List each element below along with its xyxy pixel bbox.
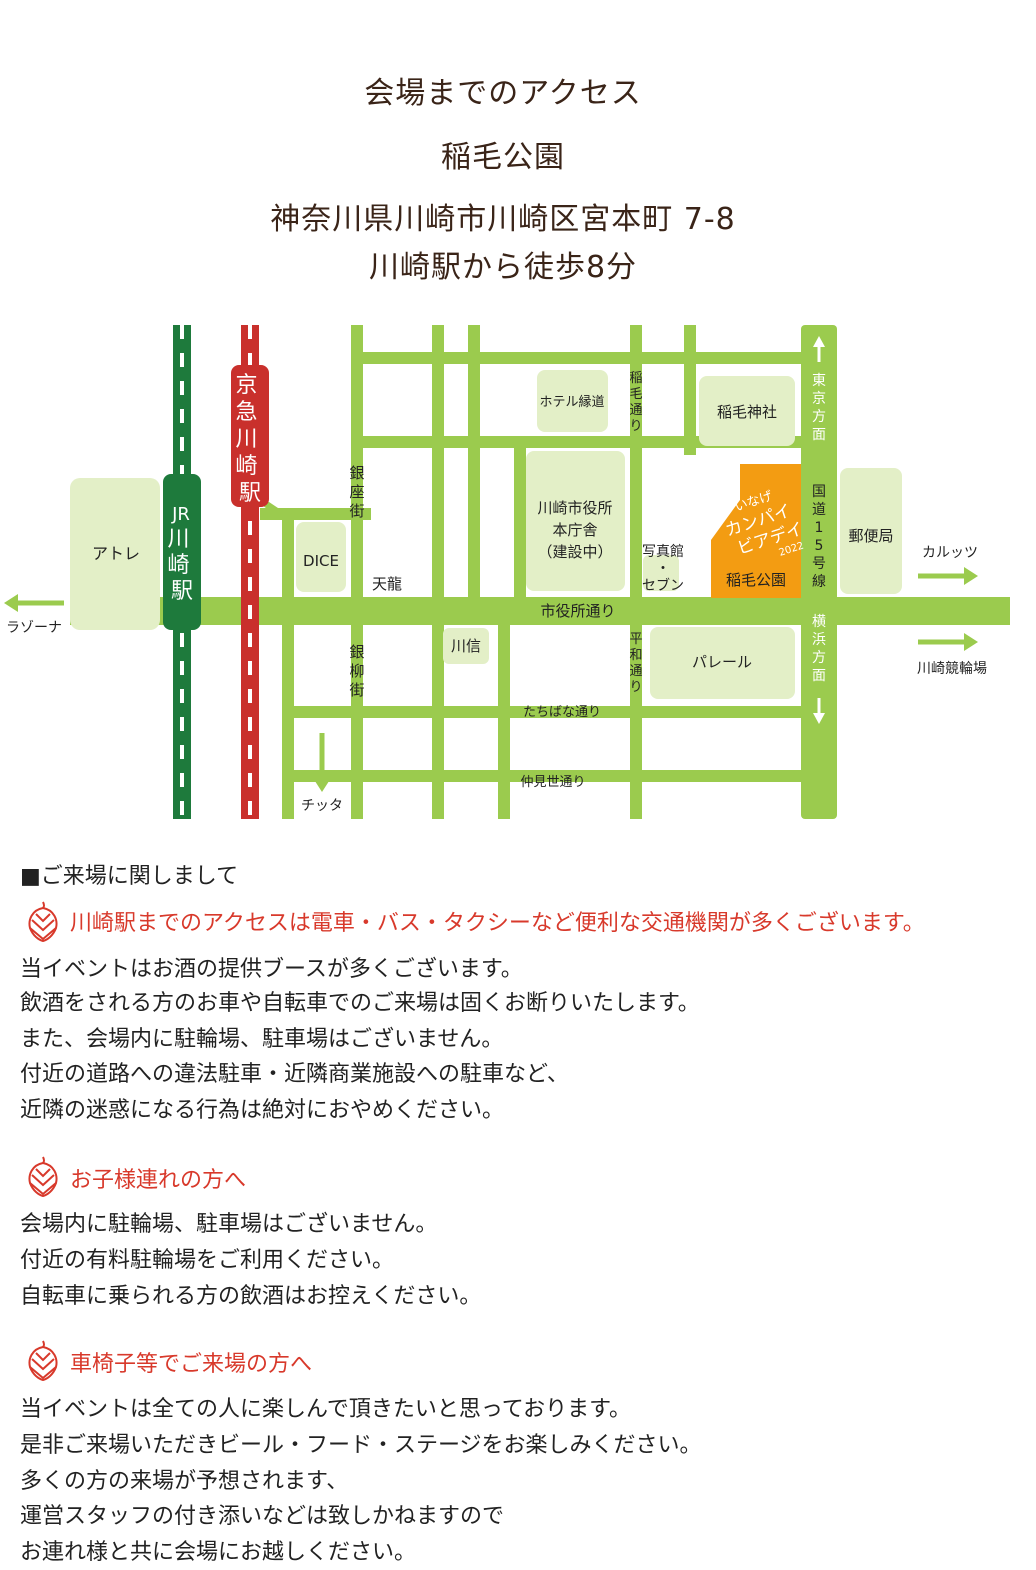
jr-station-label-jr: JR <box>171 504 190 525</box>
hop-icon <box>28 1340 58 1381</box>
label-cityhall-1: 川崎市役所 <box>537 499 612 517</box>
keikyu-station-box <box>231 365 269 507</box>
arrow-yokohama-head <box>813 713 825 724</box>
wheelchair-line-1: 当イベントは全ての人に楽しんで頂きたいと思っております。 <box>20 1397 631 1422</box>
label-heiwa-street: 平和通り <box>629 632 642 695</box>
walk-time: 川崎駅から徒歩8分 <box>368 250 638 285</box>
label-parele: パレール <box>692 653 752 671</box>
block-seven <box>643 555 679 591</box>
block-parele <box>650 627 795 699</box>
label-cityhall-3: （建設中） <box>537 543 612 561</box>
page-title: 会場までのアクセス <box>364 76 642 111</box>
wheelchair-line-5: お連れ様と共に会場にお越しください。 <box>20 1540 417 1565</box>
label-hotel: ホテル縁道 <box>539 394 604 410</box>
road-v3 <box>468 325 480 601</box>
highway-arrows <box>813 336 825 724</box>
jr-char-1: 川 <box>167 527 189 552</box>
road-v8 <box>282 513 294 819</box>
road-h-2 <box>351 436 811 448</box>
wheelchair-title: 車椅子等でご来場の方へ <box>70 1352 313 1377</box>
block-atre <box>70 478 160 630</box>
road-h-top <box>351 352 811 364</box>
label-ginza: 銀座街 <box>349 464 364 520</box>
notice-line-4: 付近の道路への違法駐車・近隣商業施設への駐車など、 <box>20 1062 569 1087</box>
notice-line-3: また、会場内に駐輪場、駐車場はございません。 <box>20 1027 504 1052</box>
label-keirin: 川崎競輪場 <box>917 660 987 677</box>
label-inage-street: 稲毛通り <box>629 371 642 434</box>
label-ginryu: 銀柳街 <box>349 643 364 699</box>
label-karuttsu: カルッツ <box>922 545 978 561</box>
label-dice: DICE <box>303 552 339 570</box>
label-tachibana-street: たちばな通り <box>523 705 601 720</box>
label-tokyo-dir: 東京方面 <box>812 373 826 443</box>
label-cityhall-2: 本庁舎 <box>552 521 597 539</box>
road-ginza <box>351 325 363 819</box>
road-v4 <box>514 440 526 600</box>
label-post: 郵便局 <box>848 527 893 545</box>
label-tenryu: 天龍 <box>372 575 402 593</box>
notice-highlight: 川崎駅までのアクセスは電車・バス・タクシーなど便利な交通機関が多くございます。 <box>70 911 925 936</box>
notice-line-5: 近隣の迷惑になる行為は絶対におやめください。 <box>20 1098 505 1123</box>
block-hotel <box>537 370 608 432</box>
jr-char-2: 崎 <box>167 553 189 578</box>
jr-char-3: 駅 <box>171 579 193 604</box>
arrow-keirin-head <box>964 633 978 651</box>
road-kokudo15 <box>801 325 837 819</box>
block-shrine <box>699 376 795 446</box>
keikyu-station-label: 京 急 川 崎 駅 <box>235 373 264 506</box>
label-cita: チッタ <box>301 798 343 814</box>
road-nakamise <box>282 770 801 782</box>
road-v2 <box>432 325 444 819</box>
label-kawashin: 川信 <box>451 637 481 655</box>
jr-station-label: 川 崎 駅 <box>167 527 196 604</box>
jr-station-box <box>163 474 201 630</box>
children-line-1: 会場内に駐輪場、駐車場はございません。 <box>20 1212 438 1237</box>
road-inage <box>630 325 642 819</box>
notice-heading: ■ご来場に関しまして <box>20 864 239 889</box>
label-yokohama-dir: 横浜方面 <box>812 614 826 684</box>
label-seven: セブン <box>642 577 684 594</box>
label-lazona: ラゾーナ <box>6 620 62 636</box>
block-dice <box>296 522 346 592</box>
access-map: JR 川 崎 駅 京 急 川 崎 駅 銀座街 銀柳街 稲毛通り 平和通り 東京方… <box>4 325 1010 819</box>
block-cityhall <box>526 451 625 591</box>
label-atre: アトレ <box>92 544 140 563</box>
children-line-3: 自転車に乗られる方の飲酒はお控えください。 <box>20 1284 482 1309</box>
label-shiyakusho-street: 市役所通り <box>540 602 615 620</box>
event-logo: いなげ カンパイ ビアデイ 2022 <box>723 489 806 559</box>
arrow-lazona-head <box>4 594 18 612</box>
venue-name: 稲毛公園 <box>441 140 565 175</box>
notice-line-1: 当イベントはお酒の提供ブースが多くございます。 <box>20 957 523 982</box>
arrow-cita-head <box>313 778 331 792</box>
arrow-tokyo-head <box>813 336 825 347</box>
arrow-karuttsu-head <box>964 567 978 585</box>
label-park: 稲毛公園 <box>726 571 786 589</box>
direction-arrows <box>4 567 978 792</box>
children-title: お子様連れの方へ <box>70 1168 247 1193</box>
block-kawashin <box>443 628 489 664</box>
venue-address: 神奈川県川崎市川崎区宮本町 7-8 <box>270 202 736 237</box>
roads <box>70 325 1010 819</box>
notice-line-2: 飲酒をされる方のお車や自転車でのご来場は固くお断りいたします。 <box>20 991 700 1016</box>
wheelchair-line-4: 運営スタッフの付き添いなどは致しかねますので <box>20 1504 505 1529</box>
road-shiyakusho <box>70 597 1010 625</box>
hop-icon <box>28 901 58 942</box>
wheelchair-line-3: 多くの方の来場が予想されます、 <box>20 1469 349 1494</box>
label-dot: ・ <box>656 561 670 577</box>
road-tachibana <box>282 706 801 718</box>
wheelchair-line-2: 是非ご来場いただきビール・フード・ステージをお楽しみください。 <box>20 1433 702 1458</box>
hop-icon <box>28 1156 58 1197</box>
road-v7 <box>684 325 696 455</box>
blocks <box>70 370 902 699</box>
label-shashinkan: 写真館 <box>642 543 684 560</box>
label-inage-shrine: 稲毛神社 <box>717 403 777 421</box>
label-nakamise-street: 仲見世通り <box>520 775 585 790</box>
venue-inage-park <box>711 464 801 598</box>
children-line-2: 付近の有料駐輪場をご利用ください。 <box>20 1248 395 1273</box>
block-post <box>840 468 902 594</box>
